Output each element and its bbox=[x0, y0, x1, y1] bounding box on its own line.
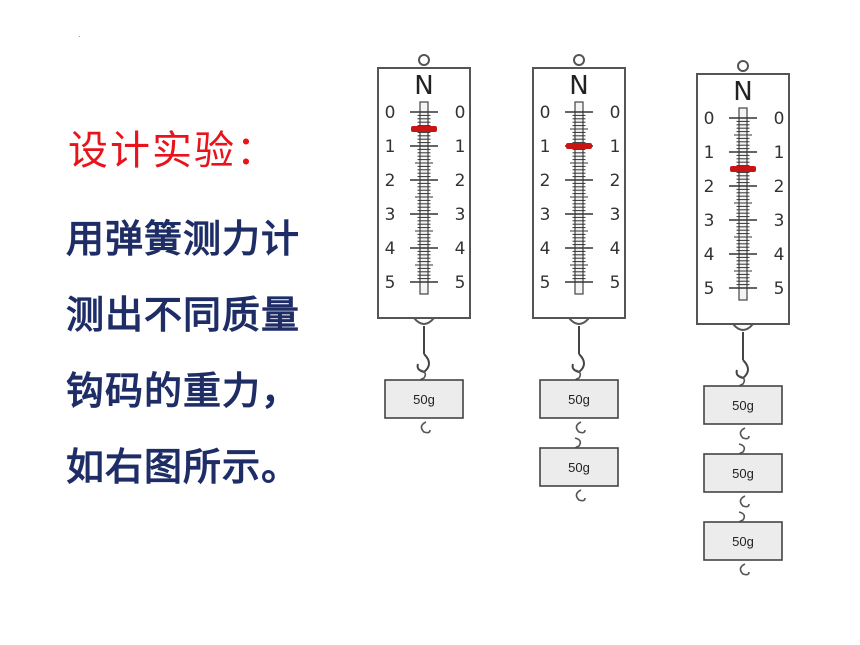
pointer-indicator bbox=[730, 166, 756, 172]
scale-label-right: 2 bbox=[455, 171, 466, 191]
top-ring bbox=[573, 54, 585, 66]
unit-label: N bbox=[733, 77, 752, 107]
weight-box bbox=[703, 385, 783, 425]
pointer-indicator bbox=[566, 143, 592, 149]
weight-box bbox=[703, 453, 783, 493]
bottom-hook bbox=[575, 489, 586, 502]
scale-label-right: 3 bbox=[610, 205, 621, 225]
scale-label-right: 0 bbox=[455, 103, 466, 123]
scale-tube bbox=[419, 101, 429, 295]
bottom-ring bbox=[413, 317, 435, 325]
scale-label-left: 0 bbox=[385, 103, 396, 123]
scale-label-left: 0 bbox=[540, 103, 551, 123]
scale-label-left: 5 bbox=[540, 273, 551, 293]
hook bbox=[571, 353, 585, 374]
scale-label-left: 1 bbox=[704, 143, 715, 163]
weight-box bbox=[539, 447, 619, 487]
bottom-hook bbox=[420, 421, 431, 434]
bottom-hook bbox=[575, 421, 586, 434]
scale-tube bbox=[738, 107, 748, 301]
scale-label-left: 4 bbox=[704, 245, 715, 265]
pointer-indicator bbox=[411, 126, 437, 132]
scale-label-left: 1 bbox=[540, 137, 551, 157]
scale-label-left: 5 bbox=[385, 273, 396, 293]
scale-label-left: 2 bbox=[704, 177, 715, 197]
body-line-2: 测出不同质量 bbox=[66, 293, 301, 337]
unit-label: N bbox=[414, 71, 433, 101]
scale-label-left: 4 bbox=[540, 239, 551, 259]
scale-label-right: 1 bbox=[774, 143, 785, 163]
weight-box bbox=[539, 379, 619, 419]
scale-label-right: 3 bbox=[455, 205, 466, 225]
scale-label-left: 1 bbox=[385, 137, 396, 157]
hook bbox=[416, 353, 430, 374]
bottom-hook bbox=[739, 495, 750, 508]
scale-label-left: 3 bbox=[704, 211, 715, 231]
scale-label-right: 2 bbox=[774, 177, 785, 197]
weight-label: 50g bbox=[413, 392, 435, 407]
body-line-4: 如右图所示。 bbox=[66, 445, 301, 489]
scale-label-right: 0 bbox=[610, 103, 621, 123]
scale-label-right: 2 bbox=[610, 171, 621, 191]
bottom-ring bbox=[732, 323, 754, 331]
top-ring bbox=[418, 54, 430, 66]
scale-label-left: 2 bbox=[540, 171, 551, 191]
bottom-hook bbox=[739, 427, 750, 440]
hook bbox=[735, 359, 749, 380]
scale-label-right: 5 bbox=[774, 279, 785, 299]
weight-label: 50g bbox=[568, 392, 590, 407]
scale-label-right: 5 bbox=[455, 273, 466, 293]
scale-label-left: 5 bbox=[704, 279, 715, 299]
weight-box bbox=[703, 521, 783, 561]
scale-label-right: 1 bbox=[610, 137, 621, 157]
scale-label-right: 4 bbox=[455, 239, 466, 259]
scale-label-right: 0 bbox=[774, 109, 785, 129]
weight-label: 50g bbox=[568, 460, 590, 475]
body-line-3: 钩码的重力， bbox=[66, 369, 301, 413]
scale-label-left: 4 bbox=[385, 239, 396, 259]
scale-tube bbox=[574, 101, 584, 295]
weight-label: 50g bbox=[732, 398, 754, 413]
scale-label-right: 1 bbox=[455, 137, 466, 157]
weight-box bbox=[384, 379, 464, 419]
slide-title: 设计实验： bbox=[68, 128, 278, 174]
scale-label-left: 0 bbox=[704, 109, 715, 129]
stray-dot: . bbox=[78, 30, 81, 39]
weight-label: 50g bbox=[732, 534, 754, 549]
scale-label-left: 3 bbox=[385, 205, 396, 225]
bottom-hook bbox=[739, 563, 750, 576]
scale-label-right: 4 bbox=[774, 245, 785, 265]
scale-label-left: 2 bbox=[385, 171, 396, 191]
top-ring bbox=[737, 60, 749, 72]
body-line-1: 用弹簧测力计 bbox=[66, 217, 301, 261]
scale-label-left: 3 bbox=[540, 205, 551, 225]
scale-label-right: 3 bbox=[774, 211, 785, 231]
scale-label-right: 4 bbox=[610, 239, 621, 259]
bottom-ring bbox=[568, 317, 590, 325]
weight-label: 50g bbox=[732, 466, 754, 481]
scale-label-right: 5 bbox=[610, 273, 621, 293]
unit-label: N bbox=[569, 71, 588, 101]
